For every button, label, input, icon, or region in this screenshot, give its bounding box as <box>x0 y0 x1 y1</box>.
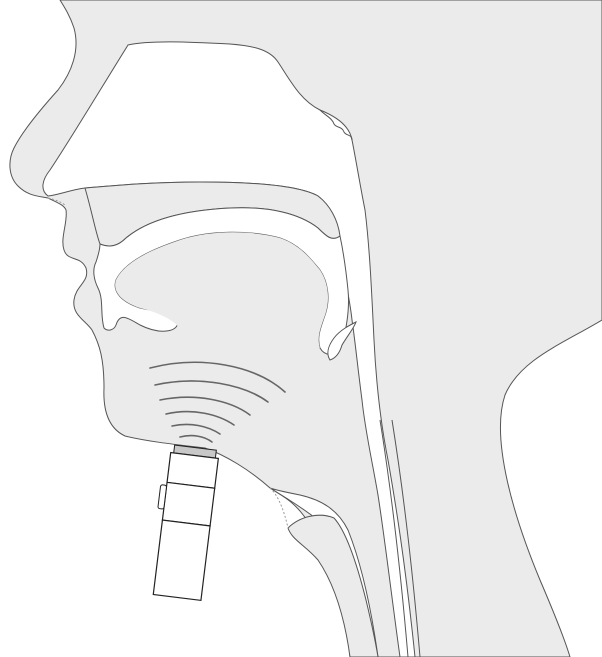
electrolarynx-device <box>147 444 219 600</box>
device-body-bottom <box>153 520 210 600</box>
device-body-middle <box>162 482 214 526</box>
